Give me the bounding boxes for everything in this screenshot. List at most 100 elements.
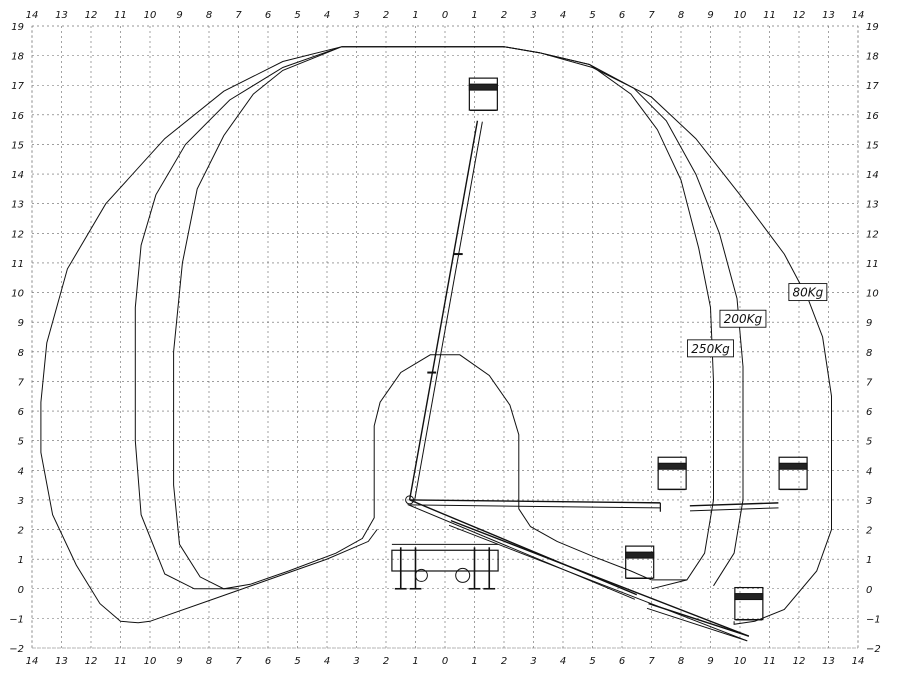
x-tick-label-top: 3 xyxy=(530,10,536,21)
y-tick-label-right: 12 xyxy=(866,229,879,240)
x-tick-label-top: 10 xyxy=(734,10,747,21)
x-tick-label-bottom: 6 xyxy=(265,656,271,667)
y-tick-label-right: 4 xyxy=(866,466,872,477)
x-tick-label-top: 1 xyxy=(412,10,418,21)
x-tick-label-top: 9 xyxy=(176,10,182,21)
y-tick-label-right: 1 xyxy=(866,555,872,566)
x-tick-label-top: 12 xyxy=(85,10,98,21)
basket-top xyxy=(468,77,498,111)
x-tick-label-top: 12 xyxy=(793,10,806,21)
y-tick-label-left: 0 xyxy=(18,585,24,596)
y-tick-label-right: 3 xyxy=(866,496,872,507)
x-tick-label-bottom: 5 xyxy=(294,656,300,667)
load-labels: 80Kg 200Kg 250Kg xyxy=(687,283,828,358)
x-tick-label-bottom: 2 xyxy=(383,656,389,667)
envelope-curve-right xyxy=(341,46,744,587)
boom-lowered-edge xyxy=(407,504,636,600)
x-tick-label-top: 4 xyxy=(324,10,330,21)
x-tick-label-bottom: 1 xyxy=(412,656,418,667)
y-tick-label-right: 19 xyxy=(866,22,879,33)
grid xyxy=(31,25,859,649)
wheel xyxy=(455,567,471,583)
envelope-curve-left xyxy=(40,46,378,624)
x-tick-label-top: 6 xyxy=(619,10,625,21)
x-tick-label-bottom: 14 xyxy=(852,656,865,667)
y-tick-label-right: 6 xyxy=(866,407,872,418)
x-tick-label-top: 5 xyxy=(589,10,595,21)
basket-lowered xyxy=(625,545,655,579)
load-label-box xyxy=(788,283,828,302)
y-tick-label-left: 11 xyxy=(11,259,24,270)
x-tick-label-top: 10 xyxy=(144,10,157,21)
load-envelopes xyxy=(40,46,832,625)
x-tick-label-top: 0 xyxy=(442,10,448,21)
y-tick-label-left: 9 xyxy=(18,318,24,329)
y-tick-label-right: 8 xyxy=(866,348,872,359)
x-tick-label-bottom: 5 xyxy=(589,656,595,667)
x-tick-label-top: 8 xyxy=(206,10,212,21)
x-tick-label-top: 7 xyxy=(648,10,655,21)
y-tick-label-right: 5 xyxy=(866,437,872,448)
axes: 1414131312121111101099887766554433221100… xyxy=(9,10,881,667)
x-tick-label-bottom: 3 xyxy=(530,656,536,667)
x-tick-label-top: 11 xyxy=(763,10,776,21)
x-tick-label-bottom: 9 xyxy=(176,656,182,667)
boom-lowered-long xyxy=(450,519,750,637)
y-tick-label-left: −2 xyxy=(9,644,24,655)
basket-horizontal-floor xyxy=(657,462,687,470)
x-tick-label-bottom: 11 xyxy=(114,656,127,667)
y-tick-label-right: 16 xyxy=(866,111,879,122)
plot-frame xyxy=(31,25,859,649)
x-tick-label-bottom: 13 xyxy=(55,656,68,667)
x-tick-label-bottom: 4 xyxy=(324,656,330,667)
x-tick-label-bottom: 13 xyxy=(822,656,835,667)
x-tick-label-bottom: 10 xyxy=(144,656,157,667)
boom-horizontal-edge xyxy=(409,504,661,509)
load-label-text: 200Kg xyxy=(724,312,763,326)
x-tick-label-top: 4 xyxy=(560,10,566,21)
y-tick-label-left: 6 xyxy=(18,407,24,418)
y-tick-label-right: 7 xyxy=(866,377,873,388)
y-tick-label-left: 15 xyxy=(11,140,24,151)
boom-lowered-jib xyxy=(648,602,750,637)
basket-lowered-floor xyxy=(625,551,655,559)
x-tick-label-top: 11 xyxy=(114,10,127,21)
y-tick-label-left: 1 xyxy=(18,555,24,566)
x-tick-label-bottom: 14 xyxy=(26,656,39,667)
load-label-text: 80Kg xyxy=(792,286,823,300)
x-tick-label-top: 9 xyxy=(707,10,713,21)
y-tick-label-left: 5 xyxy=(18,437,24,448)
x-tick-label-bottom: 0 xyxy=(442,656,448,667)
x-tick-label-top: 6 xyxy=(265,10,271,21)
y-tick-label-right: 0 xyxy=(866,585,872,596)
y-tick-label-left: 10 xyxy=(11,289,24,300)
y-tick-label-left: 4 xyxy=(18,466,24,477)
envelope-curve-left xyxy=(173,46,687,590)
y-tick-label-left: −1 xyxy=(9,614,24,625)
y-tick-label-right: 14 xyxy=(866,170,879,181)
y-tick-label-right: 2 xyxy=(866,526,872,537)
y-tick-label-left: 12 xyxy=(11,229,24,240)
x-tick-label-bottom: 1 xyxy=(471,656,477,667)
basket-horizontal-far xyxy=(778,456,808,490)
y-tick-label-left: 13 xyxy=(11,200,24,211)
envelope-curve-right xyxy=(341,46,714,590)
load-label-text: 250Kg xyxy=(691,342,730,356)
x-tick-label-top: 2 xyxy=(383,10,389,21)
boom-lowered xyxy=(409,499,638,596)
load-label-box xyxy=(719,309,767,328)
boom-horizontal xyxy=(409,499,661,504)
x-tick-label-bottom: 6 xyxy=(619,656,625,667)
x-tick-label-bottom: 3 xyxy=(353,656,359,667)
y-tick-label-left: 8 xyxy=(18,348,24,359)
y-tick-label-right: 9 xyxy=(866,318,872,329)
x-tick-label-top: 5 xyxy=(294,10,300,21)
y-tick-label-right: −2 xyxy=(866,644,881,655)
y-tick-label-right: 15 xyxy=(866,140,879,151)
y-tick-label-left: 7 xyxy=(18,377,25,388)
y-tick-label-left: 19 xyxy=(11,22,24,33)
boom-lowered-jib-edge xyxy=(646,607,748,642)
load-label-box xyxy=(687,339,734,358)
